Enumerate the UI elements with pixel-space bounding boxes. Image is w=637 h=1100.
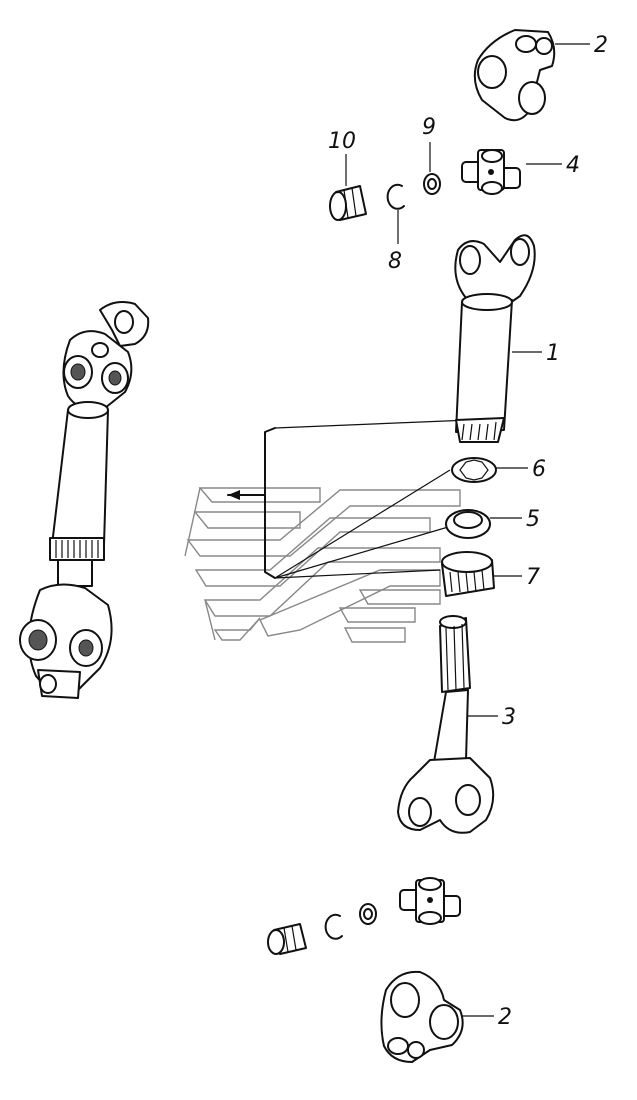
callout-7: 7 bbox=[526, 565, 540, 590]
callout-4: 4 bbox=[566, 153, 580, 178]
bottom-bushing bbox=[267, 923, 307, 955]
bottom-retaining-ring bbox=[324, 913, 343, 940]
callout-1: 1 bbox=[546, 341, 560, 366]
callout-5: 5 bbox=[526, 507, 540, 532]
assembled-driveshaft bbox=[19, 301, 150, 699]
part-2-top-yoke bbox=[473, 29, 556, 122]
callout-3: 3 bbox=[502, 705, 516, 730]
part-2-bottom-yoke bbox=[380, 970, 464, 1063]
part-3-splined-shaft bbox=[397, 615, 495, 834]
part-4-cross-spider bbox=[461, 149, 521, 195]
bottom-cross-spider bbox=[399, 877, 461, 925]
part-1-tube-yoke bbox=[454, 234, 536, 443]
part-9-washer bbox=[423, 173, 441, 195]
callout-9: 9 bbox=[422, 115, 436, 140]
watermark-logo bbox=[184, 487, 461, 643]
part-5-ring bbox=[445, 509, 491, 539]
bottom-washer bbox=[359, 903, 377, 925]
callout-2-bottom: 2 bbox=[498, 1005, 512, 1030]
callout-10: 10 bbox=[328, 129, 356, 154]
callout-labels: 2 10 9 4 8 1 6 5 7 3 2 bbox=[328, 33, 608, 1030]
part-8-retaining-ring bbox=[386, 183, 405, 210]
part-6-star-seal bbox=[451, 457, 497, 483]
callout-6: 6 bbox=[532, 457, 546, 482]
leader-lines bbox=[345, 43, 590, 1017]
assembly-bracket bbox=[227, 419, 471, 579]
callout-2-top: 2 bbox=[594, 33, 608, 58]
callout-8: 8 bbox=[388, 249, 402, 274]
part-10-bushing bbox=[329, 185, 367, 221]
part-7-splined-cap bbox=[441, 551, 495, 597]
